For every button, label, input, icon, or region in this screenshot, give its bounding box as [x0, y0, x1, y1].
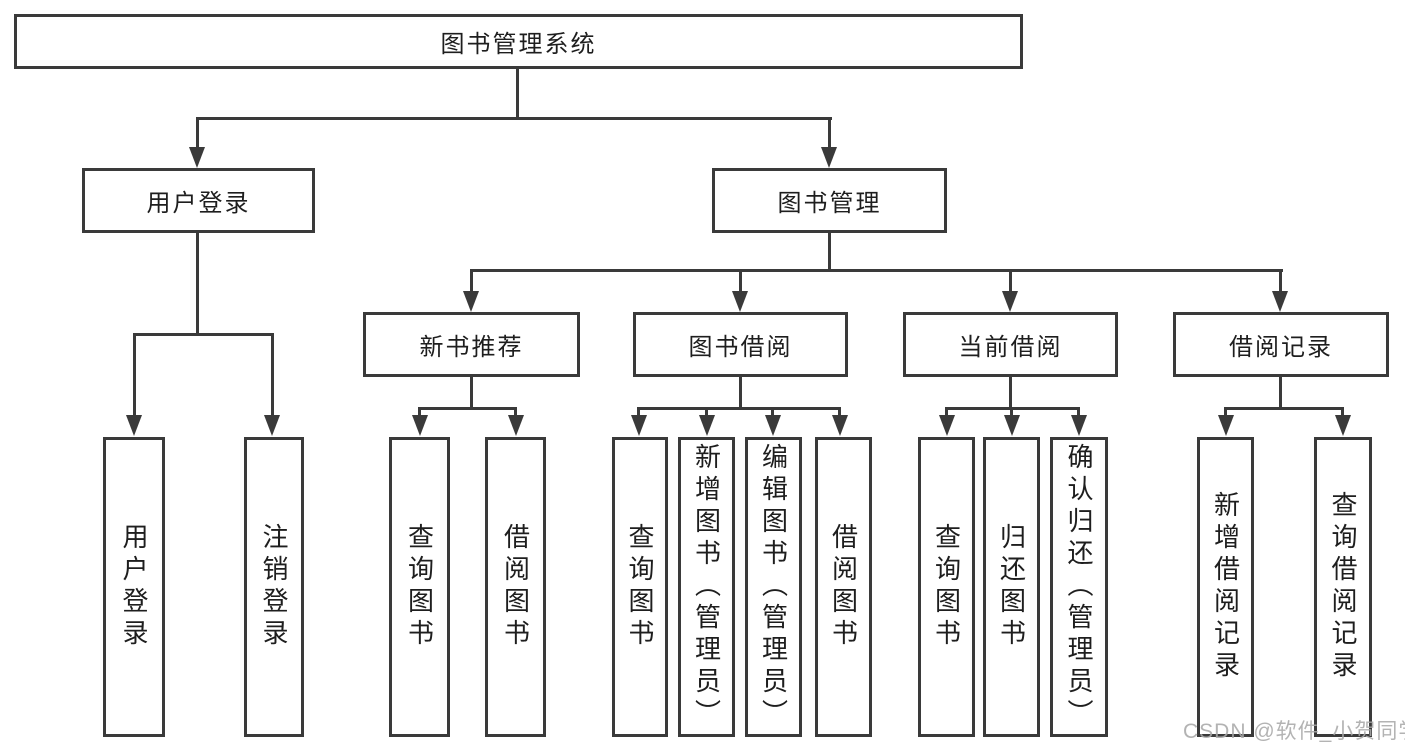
arrowhead-br-add-record: [1218, 415, 1234, 436]
leaf-cb-query-books-label: 查询图书: [931, 523, 962, 651]
connector-stub-cb-query: [945, 407, 948, 417]
node-book-borrow: 图书借阅: [633, 312, 848, 377]
leaf-br-add-record-label: 新增借阅记录: [1210, 491, 1241, 683]
connector-root-horizontal: [196, 117, 832, 120]
arrowhead-book-mgmt: [821, 147, 837, 168]
node-root: 图书管理系统: [14, 14, 1023, 69]
node-borrow-records-label: 借阅记录: [1229, 334, 1333, 361]
arrowhead-bb-borrow-books: [832, 415, 848, 436]
connector-new-book-rec-stem: [470, 377, 473, 410]
leaf-bb-query-books-label: 查询图书: [625, 523, 655, 651]
node-user-login-label: 用户登录: [146, 190, 251, 217]
csdn-watermark: CSDN @软件_小贺同学: [1183, 720, 1405, 743]
leaf-bb-add-books-label: 新增图书（管理员）: [691, 443, 722, 731]
connector-book-borrow-horizontal: [637, 407, 841, 410]
arrowhead-login: [126, 415, 142, 436]
arrowhead-bb-edit-books: [765, 415, 781, 436]
leaf-bb-borrow-books: 借阅图书: [815, 437, 872, 737]
leaf-bb-borrow-books-label: 借阅图书: [828, 523, 859, 651]
connector-drop-current-borrow: [1009, 269, 1012, 292]
node-new-book-rec: 新书推荐: [363, 312, 580, 377]
connector-root-stem: [516, 69, 519, 119]
arrowhead-br-query-record: [1335, 415, 1351, 436]
leaf-nbr-borrow-books-label: 借阅图书: [500, 523, 531, 651]
connector-stub-cb-return: [1010, 407, 1013, 417]
arrowhead-cb-query-books: [939, 415, 955, 436]
connector-drop-new-book-rec: [470, 269, 473, 292]
leaf-logout-label: 注销登录: [259, 523, 289, 651]
node-current-borrow: 当前借阅: [903, 312, 1118, 377]
connector-drop-book-mgmt: [828, 117, 831, 148]
leaf-logout: 注销登录: [244, 437, 304, 737]
connector-current-borrow-stem: [1009, 377, 1012, 410]
connector-borrow-records-horizontal: [1224, 407, 1344, 410]
arrowhead-bb-query-books: [631, 415, 647, 436]
connector-drop-user-login: [196, 117, 199, 148]
connector-book-mgmt-stem: [828, 233, 831, 272]
connector-stub-br-query: [1341, 407, 1344, 417]
node-user-login: 用户登录: [82, 168, 315, 233]
node-current-borrow-label: 当前借阅: [958, 334, 1063, 361]
leaf-bb-add-books: 新增图书（管理员）: [678, 437, 735, 737]
leaf-bb-edit-books: 编辑图书（管理员）: [745, 437, 802, 737]
leaf-login-label: 用户登录: [119, 523, 149, 651]
leaf-cb-confirm-return: 确认归还（管理员）: [1050, 437, 1108, 737]
leaf-cb-return-books-label: 归还图书: [996, 523, 1027, 651]
leaf-nbr-query-books: 查询图书: [389, 437, 450, 737]
connector-book-borrow-stem: [739, 377, 742, 410]
arrowhead-nbr-borrow-books: [508, 415, 524, 436]
leaf-br-query-record-label: 查询借阅记录: [1328, 491, 1358, 683]
arrowhead-logout: [264, 415, 280, 436]
node-borrow-records: 借阅记录: [1173, 312, 1389, 377]
connector-book-mgmt-horizontal: [470, 269, 1283, 272]
connector-user-login-horizontal: [133, 333, 274, 336]
connector-stub-bb-edit: [771, 407, 774, 417]
arrowhead-borrow-records: [1272, 291, 1288, 312]
connector-stub-bb-add: [705, 407, 708, 417]
leaf-cb-return-books: 归还图书: [983, 437, 1040, 737]
connector-stub-bb-borrow: [838, 407, 841, 417]
connector-drop-login: [133, 333, 136, 417]
leaf-bb-edit-books-label: 编辑图书（管理员）: [758, 443, 789, 731]
node-new-book-rec-label: 新书推荐: [419, 334, 524, 361]
node-book-mgmt-label: 图书管理: [777, 190, 882, 217]
connector-drop-logout: [271, 333, 274, 417]
leaf-cb-confirm-return-label: 确认归还（管理员）: [1064, 443, 1094, 731]
arrowhead-cb-confirm-return: [1071, 415, 1087, 436]
leaf-login: 用户登录: [103, 437, 165, 737]
connector-stub-nbr-query: [418, 407, 421, 417]
connector-drop-borrow-records: [1279, 269, 1282, 292]
arrowhead-current-borrow: [1002, 291, 1018, 312]
node-book-borrow-label: 图书借阅: [688, 334, 793, 361]
connector-stub-br-add: [1224, 407, 1227, 417]
leaf-nbr-borrow-books: 借阅图书: [485, 437, 546, 737]
connector-borrow-records-stem: [1279, 377, 1282, 410]
leaf-cb-query-books: 查询图书: [918, 437, 975, 737]
connector-stub-nbr-borrow: [514, 407, 517, 417]
connector-drop-book-borrow: [739, 269, 742, 292]
node-book-mgmt: 图书管理: [712, 168, 947, 233]
node-root-label: 图书管理系统: [440, 31, 597, 58]
leaf-bb-query-books: 查询图书: [612, 437, 668, 737]
leaf-br-query-record: 查询借阅记录: [1314, 437, 1372, 737]
arrowhead-new-book-rec: [463, 291, 479, 312]
arrowhead-cb-return-books: [1004, 415, 1020, 436]
connector-stub-bb-query: [637, 407, 640, 417]
leaf-br-add-record: 新增借阅记录: [1197, 437, 1254, 737]
arrowhead-nbr-query-books: [412, 415, 428, 436]
arrowhead-bb-add-books: [699, 415, 715, 436]
connector-stub-cb-confirm: [1077, 407, 1080, 417]
arrowhead-book-borrow: [732, 291, 748, 312]
connector-user-login-stem: [196, 233, 199, 336]
leaf-nbr-query-books-label: 查询图书: [404, 523, 435, 651]
arrowhead-user-login: [189, 147, 205, 168]
connector-new-book-rec-horizontal: [418, 407, 517, 410]
